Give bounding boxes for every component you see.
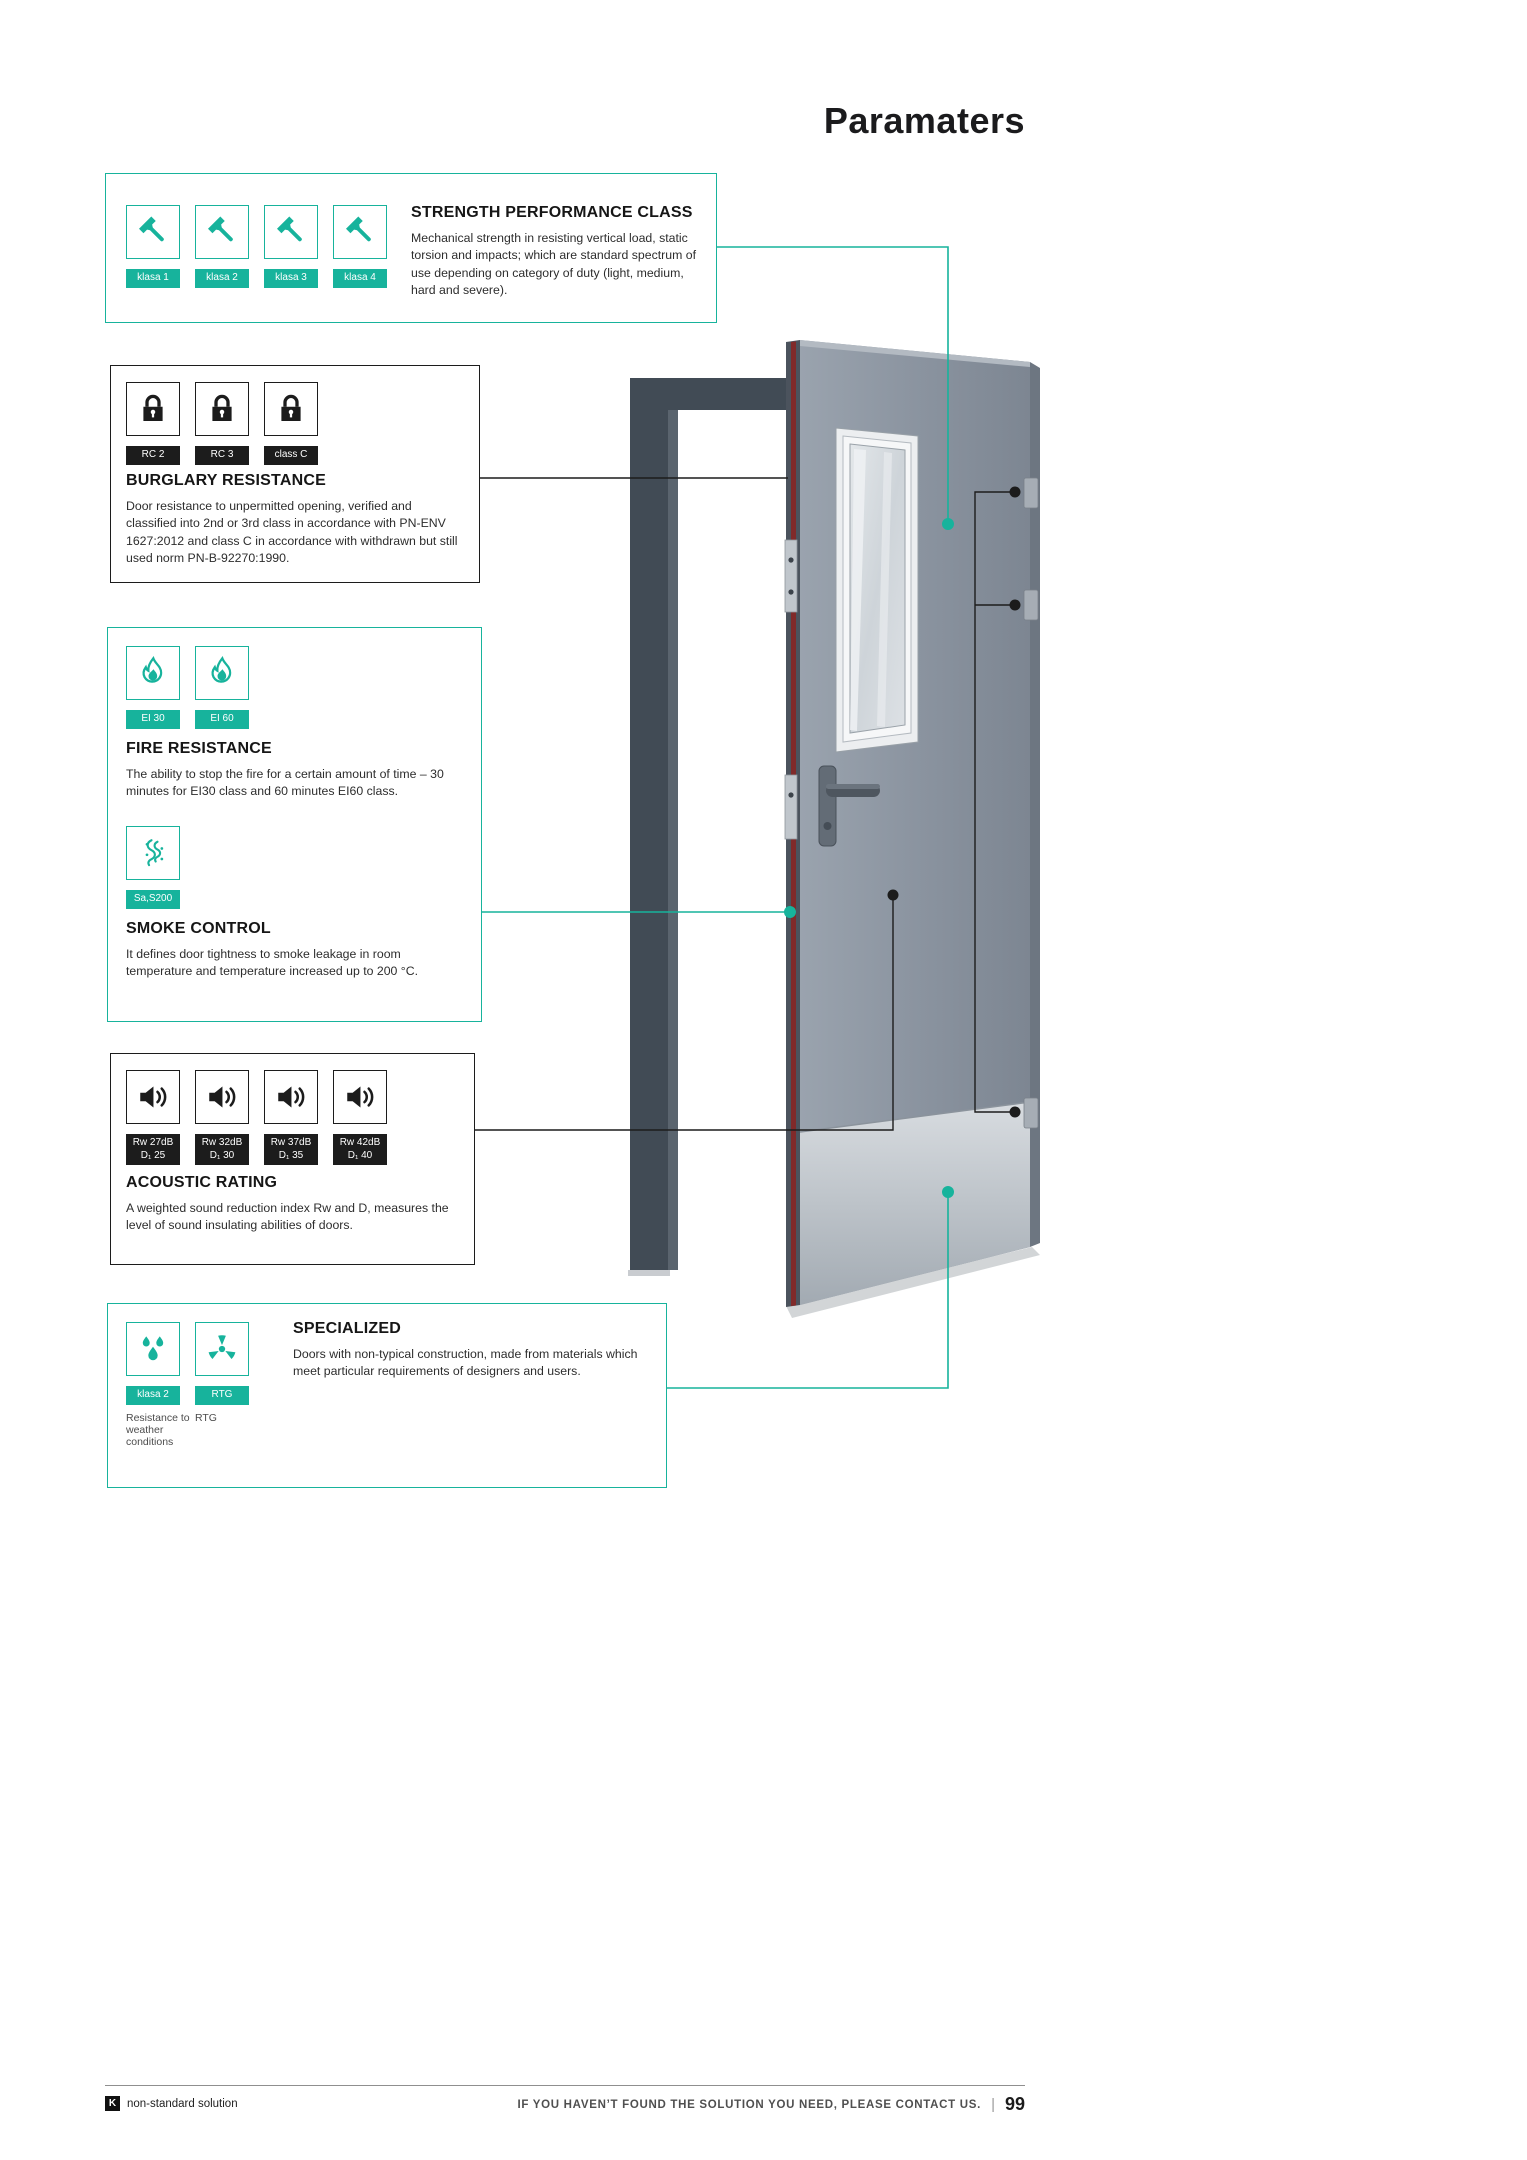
acoustic-badge-rw37: Rw 37dB D₁ 35 — [264, 1070, 318, 1165]
acoustic-title: ACOUSTIC RATING — [126, 1174, 278, 1191]
badge-label: Sa,S200 — [126, 890, 180, 909]
burglary-badge-rc2: RC 2 — [126, 382, 180, 465]
badge-label: klasa 4 — [333, 269, 387, 288]
specialized-section: klasa 2 Resistance to weather conditions… — [107, 1303, 667, 1488]
door-handle — [818, 765, 880, 847]
burglary-badge-class-c: class C — [264, 382, 318, 465]
flame-icon — [135, 655, 171, 691]
strength-section: klasa 1 klasa 2 klasa 3 klasa 4 STRENGTH… — [105, 173, 717, 323]
burglary-badge-rc3: RC 3 — [195, 382, 249, 465]
strength-badge-klasa-4: klasa 4 — [333, 205, 387, 288]
badge-label: klasa 1 — [126, 269, 180, 288]
specialized-title: SPECIALIZED — [293, 1320, 401, 1337]
footer-divider — [105, 2085, 1025, 2086]
badge-label: RC 2 — [126, 446, 180, 465]
footer-brand: K non-standard solution — [105, 2096, 238, 2111]
acoustic-badge-rw27: Rw 27dB D₁ 25 — [126, 1070, 180, 1165]
fire-smoke-section: EI 30 EI 60 FIRE RESISTANCE The ability … — [107, 627, 482, 1022]
acoustic-badge-rw42: Rw 42dB D₁ 40 — [333, 1070, 387, 1165]
padlock-icon — [273, 391, 309, 427]
acoustic-section: Rw 27dB D₁ 25 Rw 32dB D₁ 30 Rw 37dB D₁ 3… — [110, 1053, 475, 1265]
padlock-icon — [135, 391, 171, 427]
fire-badge-ei60: EI 60 — [195, 646, 249, 729]
smoke-icon — [135, 835, 171, 871]
smoke-description: It defines door tightness to smoke leaka… — [126, 947, 419, 979]
smoke-badges: Sa,S200 — [126, 826, 180, 909]
flame-icon — [204, 655, 240, 691]
brand-k-icon: K — [105, 2096, 120, 2111]
hammer-icon — [273, 214, 309, 250]
badge-label: RTG — [195, 1386, 249, 1405]
lock-hardware — [784, 539, 798, 840]
badge-label: klasa 2 — [126, 1386, 180, 1405]
badge-label: klasa 2 — [195, 269, 249, 288]
teal-connectors — [482, 246, 949, 1389]
badge-label: Rw 42dB D₁ 40 — [333, 1134, 387, 1165]
door-seal — [791, 341, 796, 1306]
padlock-icon — [204, 391, 240, 427]
radiation-icon — [204, 1331, 240, 1367]
burglary-badges: RC 2 RC 3 class C — [126, 382, 318, 465]
footer-contact-text: IF YOU HAVEN’T FOUND THE SOLUTION YOU NE… — [517, 2098, 982, 2111]
acoustic-badge-rw32: Rw 32dB D₁ 30 — [195, 1070, 249, 1165]
footer-contact: IF YOU HAVEN’T FOUND THE SOLUTION YOU NE… — [517, 2094, 1025, 2115]
burglary-section: RC 2 RC 3 class C BURGLARY RESISTANCE Do… — [110, 365, 480, 583]
footer-brand-label: non-standard solution — [127, 2097, 238, 2110]
badge-caption: Resistance to weather conditions — [126, 1411, 190, 1449]
speaker-icon — [273, 1079, 309, 1115]
burglary-description: Door resistance to unpermitted opening, … — [126, 499, 458, 566]
badge-label: EI 60 — [195, 710, 249, 729]
acoustic-badges: Rw 27dB D₁ 25 Rw 32dB D₁ 30 Rw 37dB D₁ 3… — [126, 1070, 387, 1165]
badge-label: RC 3 — [195, 446, 249, 465]
specialized-description: Doors with non-typical construction, mad… — [293, 1347, 638, 1379]
door-hinges — [1023, 477, 1039, 1129]
water-drops-icon — [135, 1331, 171, 1367]
door-leaf — [800, 340, 1030, 1305]
hammer-icon — [135, 214, 171, 250]
strength-badge-klasa-2: klasa 2 — [195, 205, 249, 288]
fire-title: FIRE RESISTANCE — [126, 740, 272, 757]
badge-caption: RTG — [195, 1411, 217, 1424]
specialized-badges: klasa 2 Resistance to weather conditions… — [126, 1322, 249, 1449]
smoke-title: SMOKE CONTROL — [126, 920, 271, 937]
badge-label: klasa 3 — [264, 269, 318, 288]
strength-description: Mechanical strength in resisting vertica… — [411, 231, 697, 298]
badge-label: class C — [264, 446, 318, 465]
badge-label: Rw 37dB D₁ 35 — [264, 1134, 318, 1165]
specialized-badge-rtg: RTG RTG — [195, 1322, 249, 1449]
burglary-title: BURGLARY RESISTANCE — [126, 472, 326, 489]
speaker-icon — [204, 1079, 240, 1115]
page-title: Paramaters — [823, 100, 1025, 142]
badge-label: Rw 32dB D₁ 30 — [195, 1134, 249, 1165]
kick-plate — [800, 1102, 1030, 1305]
strength-title: STRENGTH PERFORMANCE CLASS — [411, 204, 693, 221]
hammer-icon — [204, 214, 240, 250]
smoke-badge-sa-s200: Sa,S200 — [126, 826, 180, 909]
door-frame — [630, 378, 788, 1270]
door-window — [835, 427, 919, 753]
fire-badge-ei30: EI 30 — [126, 646, 180, 729]
dark-connectors — [475, 477, 1015, 1131]
strength-badges: klasa 1 klasa 2 klasa 3 klasa 4 — [126, 205, 387, 288]
footer-separator: | — [991, 2096, 995, 2113]
acoustic-description: A weighted sound reduction index Rw and … — [126, 1201, 449, 1233]
hammer-icon — [342, 214, 378, 250]
fire-description: The ability to stop the fire for a certa… — [126, 767, 444, 799]
badge-label: EI 30 — [126, 710, 180, 729]
badge-label: Rw 27dB D₁ 25 — [126, 1134, 180, 1165]
strength-badge-klasa-1: klasa 1 — [126, 205, 180, 288]
teal-markers — [784, 518, 954, 1198]
speaker-icon — [135, 1079, 171, 1115]
fire-badges: EI 30 EI 60 — [126, 646, 249, 729]
speaker-icon — [342, 1079, 378, 1115]
dark-markers — [887, 486, 1021, 1118]
strength-badge-klasa-3: klasa 3 — [264, 205, 318, 288]
specialized-badge-weather: klasa 2 Resistance to weather conditions — [126, 1322, 190, 1449]
page-number: 99 — [1004, 2094, 1025, 2114]
